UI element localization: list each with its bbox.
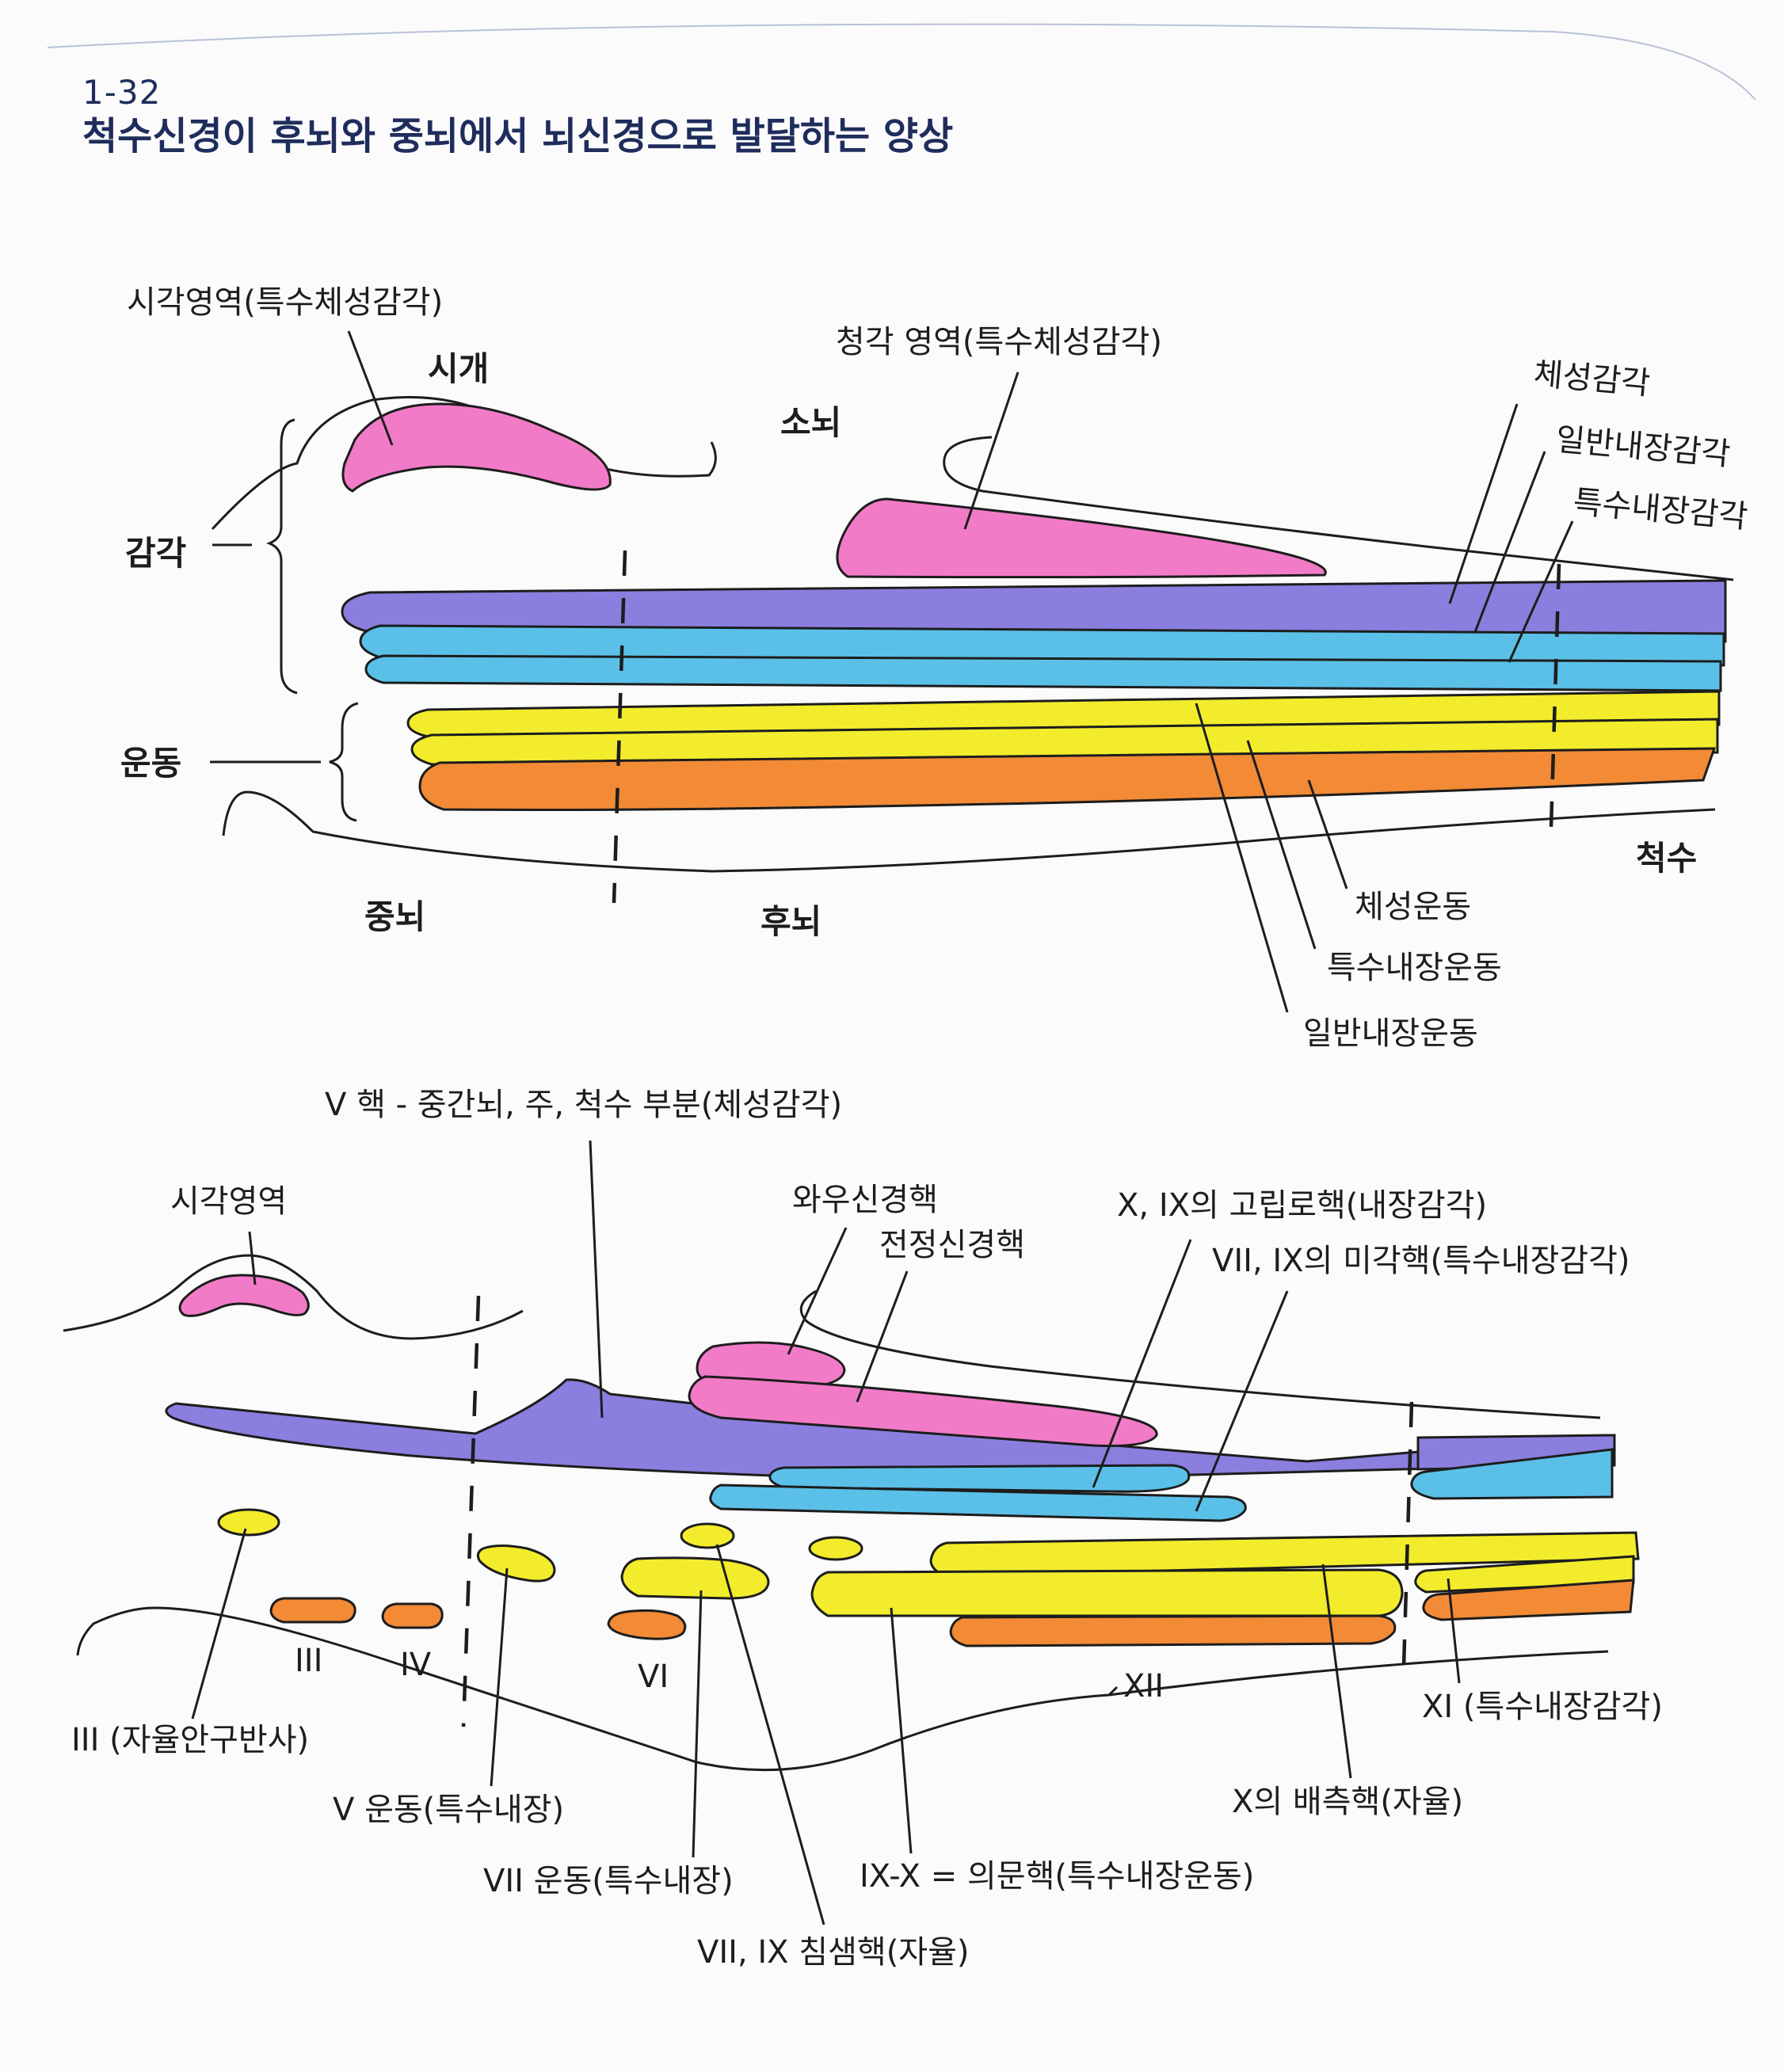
label-dorsal-vagal: X의 배측핵(자율) <box>1232 1784 1463 1820</box>
label-general-visceral-sensory: 일반내장감각 <box>1554 421 1732 473</box>
label-tectum: 시개 <box>428 349 489 388</box>
solitary-nucleus-column <box>768 1464 1191 1493</box>
cn7-motor-nucleus <box>620 1556 770 1600</box>
label-cn6: VI <box>638 1659 669 1695</box>
label-auditory-area: 청각 영역(특수체성감각) <box>836 324 1162 360</box>
label-cn11: XI (특수내장감각) <box>1422 1689 1663 1725</box>
leader-cn3-autonomic <box>191 1528 247 1720</box>
leader-cn12 <box>1107 1685 1119 1697</box>
label-cn3-autonomic: III (자율안구반사) <box>71 1722 309 1758</box>
cn3-orange-nucleus <box>269 1597 356 1624</box>
visual-area-top <box>341 402 612 493</box>
leader-cn5-motor <box>490 1567 509 1787</box>
label-gustatory-nucleus: VII, IX의 미각핵(특수내장감각) <box>1212 1243 1630 1279</box>
label-sensory: 감각 <box>125 534 186 573</box>
ventral-outline <box>222 790 1716 873</box>
label-spinal-cord: 척수 <box>1636 839 1697 878</box>
label-somatic-sensory: 체성감각 <box>1532 356 1652 402</box>
label-ambiguus: IX-X = 의문핵(특수내장운동) <box>860 1858 1254 1895</box>
motor-brace <box>329 702 359 822</box>
label-solitary-nucleus: X, IX의 고립로핵(내장감각) <box>1117 1187 1487 1224</box>
hypoglossal-orange-column <box>949 1614 1397 1647</box>
label-hindbrain: 후뇌 <box>760 902 821 941</box>
gustatory-nucleus-column <box>709 1484 1247 1522</box>
leader-visual-area-bottom <box>248 1231 257 1285</box>
leader-general-visceral-sensory <box>1473 451 1546 633</box>
cn11-orange-column <box>1422 1579 1635 1621</box>
vestibular-nucleus <box>688 1375 1158 1447</box>
label-general-visceral-motor: 일반내장운동 <box>1303 1015 1478 1052</box>
label-somatic-motor: 체성운동 <box>1355 889 1471 925</box>
leader-cn11 <box>1447 1578 1461 1684</box>
label-vestibular-nucleus: 전정신경핵 <box>879 1227 1025 1263</box>
leader-gustatory <box>1195 1290 1289 1512</box>
cn4-orange-nucleus <box>381 1602 444 1629</box>
leader-special-visceral-motor <box>1246 740 1317 950</box>
visceral-motor-column <box>418 747 1717 811</box>
figure-number: 1-32 <box>82 73 162 112</box>
spinal-boundary-bottom <box>1401 1401 1414 1668</box>
label-cn12: XII <box>1123 1668 1164 1704</box>
cn5-motor-nucleus <box>476 1544 556 1583</box>
leader-solitary <box>1092 1239 1192 1488</box>
visceral-sensory-spinal <box>1410 1448 1614 1500</box>
label-special-visceral-sensory: 특수내장감각 <box>1572 484 1749 535</box>
label-visual-area-top: 시각영역(특수체성감각) <box>127 284 443 321</box>
label-salivatory: VII, IX 침샘핵(자율) <box>697 1934 970 1971</box>
auditory-area-top <box>836 497 1327 579</box>
label-trigeminal-nuclei: V 핵 - 중간뇌, 주, 척수 부분(체성감각) <box>325 1087 842 1123</box>
leader-ambiguus <box>890 1607 913 1854</box>
leader-special-visceral-sensory <box>1508 520 1574 663</box>
cn6-orange-nucleus <box>607 1609 687 1640</box>
ambiguus-column <box>810 1568 1404 1617</box>
leader-vestibular <box>856 1270 909 1403</box>
label-special-visceral-motor: 특수내장운동 <box>1327 950 1502 986</box>
label-cochlear-nucleus: 와우신경핵 <box>792 1182 938 1218</box>
hindbrain-midbrain-boundary-bottom <box>461 1295 481 1727</box>
leader-trigeminal <box>589 1140 604 1419</box>
label-cerebellum: 소뇌 <box>780 403 841 442</box>
tectum-outline-bottom <box>63 1254 524 1340</box>
label-motor: 운동 <box>120 744 181 783</box>
sensory-brace <box>265 418 298 695</box>
ventral-outline-bottom <box>76 1606 1609 1772</box>
leader-cn7-motor <box>692 1590 703 1858</box>
leader-cochlear <box>787 1227 848 1355</box>
leader-somatic-motor <box>1307 779 1348 889</box>
figure-title: 척수신경이 후뇌와 중뇌에서 뇌신경으로 발달하는 양상 <box>82 114 954 158</box>
label-cn3: III <box>295 1643 322 1679</box>
label-midbrain: 중뇌 <box>364 897 425 936</box>
leader-auditory-area <box>963 371 1020 530</box>
salivatory-nucleus <box>680 1522 735 1549</box>
label-visual-area-bottom: 시각영역 <box>170 1183 287 1220</box>
yellow-small-nucleus <box>808 1536 863 1561</box>
tectum-outline <box>211 396 717 531</box>
visual-area-bottom <box>178 1274 310 1317</box>
leader-somatic-sensory <box>1448 403 1519 604</box>
page-top-rule <box>47 23 1756 101</box>
leader-general-visceral-motor <box>1195 703 1289 1013</box>
leader-salivatory <box>715 1544 825 1925</box>
cerebellum-outline <box>943 436 1734 581</box>
bottom-diagram: V 핵 - 중간뇌, 주, 척수 부분(체성감각) 시각영역 와우신경핵 전정신… <box>63 1087 1663 1971</box>
label-cn7-motor: VII 운동(특수내장) <box>483 1863 734 1899</box>
leader-dorsal-vagal <box>1321 1564 1352 1779</box>
cerebellum-outline-bottom <box>799 1289 1601 1419</box>
leader-visual-area <box>347 330 394 446</box>
label-cn5-motor: V 운동(특수내장) <box>333 1792 564 1828</box>
cochlear-nucleus <box>696 1341 846 1389</box>
top-diagram: 시각영역(특수체성감각) 시개 소뇌 청각 영역(특수체성감각) 체성감각 일반… <box>120 284 1749 1052</box>
cn3-somatic-motor-nucleus <box>217 1508 280 1537</box>
label-cn4: IV <box>400 1647 432 1683</box>
hindbrain-midbrain-boundary-top <box>612 550 627 904</box>
visceral-sensory-column-2 <box>364 654 1722 692</box>
